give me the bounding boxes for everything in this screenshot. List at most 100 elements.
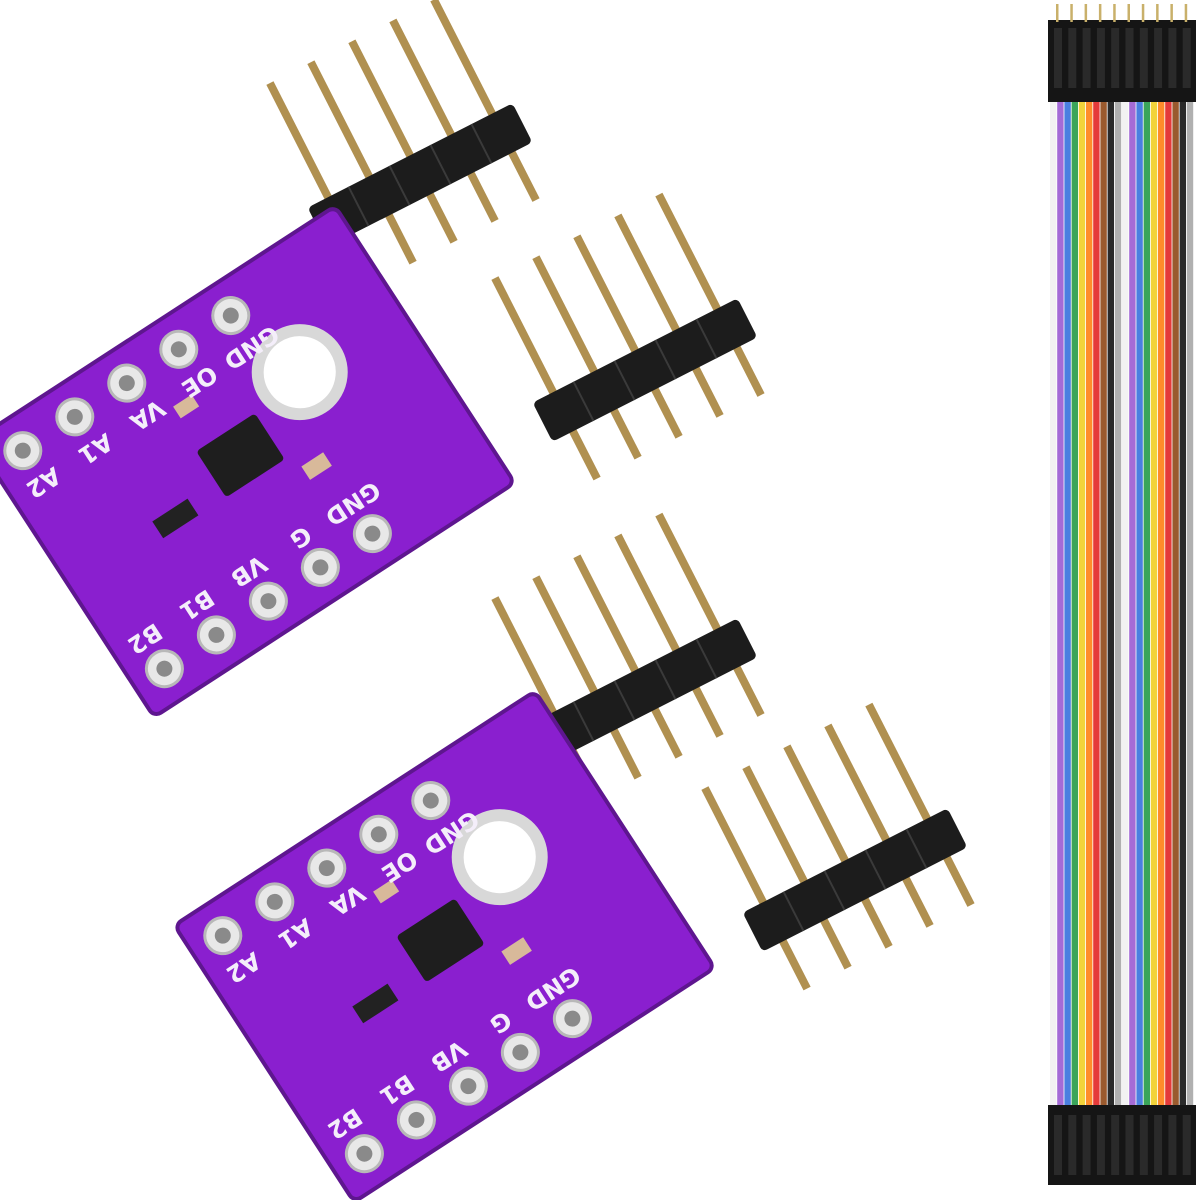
header-divider: [782, 891, 805, 932]
header-divider: [470, 123, 493, 164]
smd-component: [152, 498, 199, 539]
header-divider: [823, 870, 846, 911]
header-body: [309, 104, 531, 246]
smd-component: [352, 983, 399, 1024]
jumper-wire: [1107, 100, 1114, 1108]
pad-hole: [156, 660, 173, 677]
header-pin: [532, 255, 601, 380]
pad-hole: [460, 1078, 477, 1095]
connector-slot: [1139, 1115, 1148, 1175]
pad-hole: [564, 1010, 581, 1027]
header-divider: [654, 339, 677, 380]
jumper-wire: [1078, 100, 1086, 1108]
connector-slot: [1068, 1115, 1077, 1175]
jumper-wire-bundle: [1048, 4, 1196, 1185]
connector-slot: [1068, 28, 1077, 88]
pad-hole: [214, 927, 231, 944]
ic-chip: [197, 414, 284, 496]
smd-capacitor: [173, 394, 200, 419]
header-divider: [347, 186, 370, 227]
header-pin: [648, 381, 683, 439]
jumper-wire: [1165, 100, 1172, 1108]
header-pin: [382, 207, 417, 265]
connector-pin: [1156, 4, 1159, 22]
connector-slot: [1125, 28, 1134, 88]
connector-slot: [1096, 28, 1105, 88]
header-pin: [614, 533, 683, 658]
header-divider: [613, 360, 636, 401]
header-pin: [689, 360, 724, 418]
header-pin: [532, 575, 601, 700]
header-body: [744, 809, 966, 951]
connector-slot: [1182, 28, 1191, 88]
header-pin: [655, 512, 724, 637]
header-pin: [607, 402, 642, 460]
header-pin: [858, 891, 893, 949]
header-pin: [266, 81, 335, 206]
ic-chip: [397, 899, 484, 981]
header-pin: [701, 786, 770, 911]
smd-capacitor: [301, 452, 332, 480]
jumper-wire: [1100, 100, 1107, 1108]
header-pin: [648, 701, 683, 759]
connector-slot: [1125, 1115, 1134, 1175]
header-pin: [573, 234, 642, 359]
smd-capacitor: [501, 937, 532, 965]
pad-hole: [422, 792, 439, 809]
jumper-wire: [1071, 100, 1078, 1108]
header-divider: [864, 849, 887, 890]
header-pin: [730, 339, 765, 397]
pad-hole: [318, 860, 335, 877]
connector-pin: [1141, 4, 1145, 22]
pad-hole: [356, 1145, 373, 1162]
header-pin: [491, 276, 560, 401]
connector-slot: [1082, 1115, 1091, 1175]
header-pin: [505, 144, 540, 202]
header-pin: [573, 554, 642, 679]
header-pin: [730, 659, 765, 717]
jumper-wire: [1122, 100, 1129, 1108]
header-divider: [572, 701, 595, 742]
jumper-wire: [1114, 100, 1122, 1108]
jumper-wire: [1186, 100, 1194, 1108]
header-pin: [607, 722, 642, 780]
jumper-wire: [1129, 100, 1136, 1108]
header-divider: [388, 165, 411, 206]
connector-pin: [1170, 4, 1173, 22]
header-pin: [566, 423, 601, 481]
header-pin: [491, 596, 560, 721]
header-pin: [307, 60, 376, 185]
header-pin: [389, 18, 458, 143]
header-pin: [464, 165, 499, 223]
pad-hole: [370, 826, 387, 843]
connector-pin: [1127, 4, 1130, 22]
header-pin: [430, 0, 499, 122]
header-divider: [695, 318, 718, 359]
jumper-wire: [1093, 100, 1100, 1108]
jumper-wire: [1158, 100, 1165, 1108]
connector-pin: [1070, 4, 1073, 22]
header-pin: [689, 680, 724, 738]
pad-hole: [14, 442, 31, 459]
connector-slot: [1096, 1115, 1105, 1175]
pad-hole: [266, 893, 283, 910]
connector-slot: [1154, 1115, 1163, 1175]
connector-pin: [1098, 4, 1102, 22]
header-pin: [940, 849, 975, 907]
header-strip-2: [491, 192, 765, 481]
jumper-wire: [1086, 100, 1093, 1108]
header-body: [534, 299, 756, 441]
connector-pin: [1056, 4, 1059, 22]
pad-hole: [222, 307, 239, 324]
header-pin: [655, 192, 724, 317]
jumper-wire: [1150, 100, 1158, 1108]
pad-hole: [408, 1111, 425, 1128]
connector-slot: [1154, 28, 1163, 88]
header-divider: [905, 828, 928, 869]
connector-slot: [1111, 1115, 1120, 1175]
connector-slot: [1168, 1115, 1177, 1175]
jumper-wire: [1050, 100, 1057, 1108]
jumper-wire: [1179, 100, 1186, 1108]
header-pin: [865, 702, 934, 827]
header-divider: [613, 680, 636, 721]
